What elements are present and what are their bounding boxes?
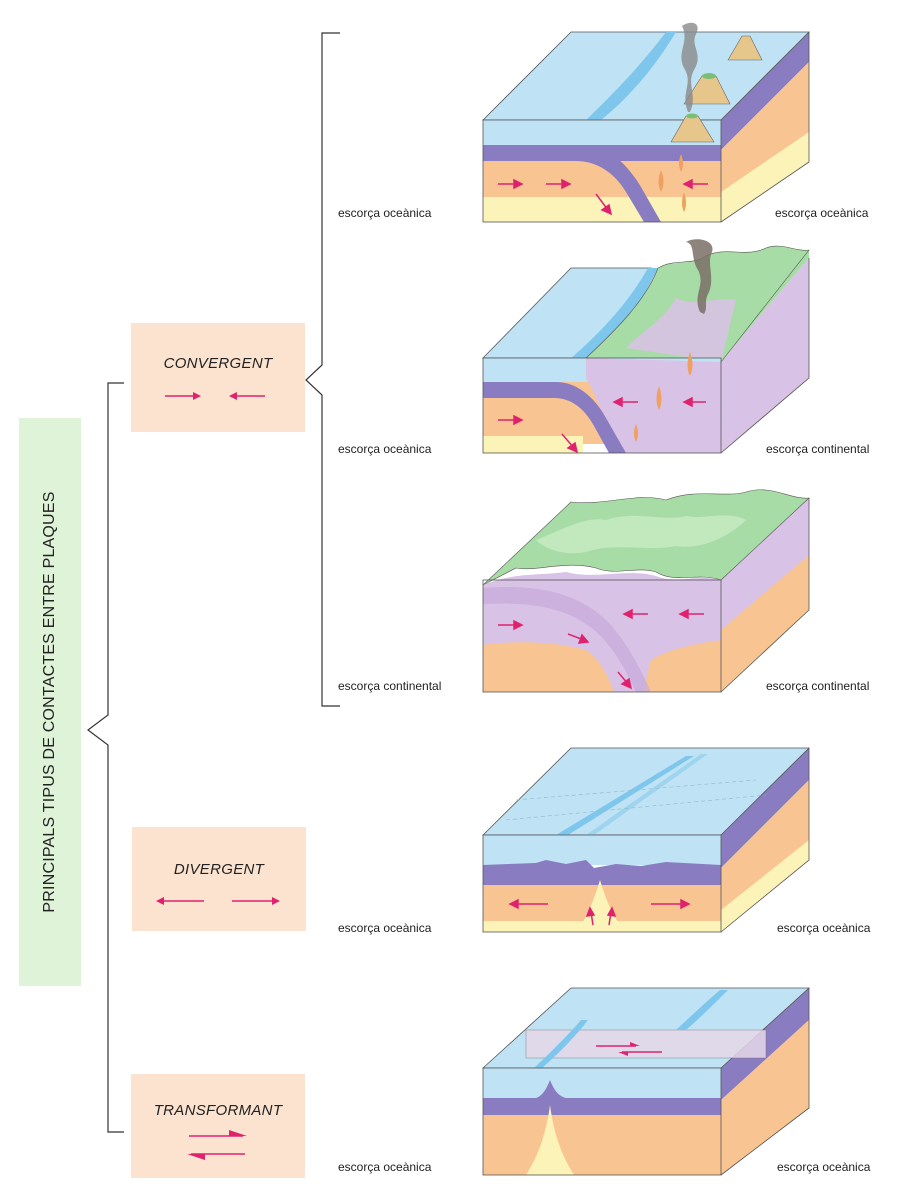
label-oceanic: escorça oceànica [775, 206, 869, 220]
label-continental: escorça continental [766, 679, 870, 693]
block-ocean-continent [482, 239, 810, 454]
label-oceanic: escorça oceànica [777, 921, 871, 935]
convergent-box: CONVERGENT [131, 323, 305, 432]
divergent-label: DIVERGENT [173, 861, 265, 878]
label-oceanic: escorça oceànica [338, 1160, 432, 1174]
convergent-label: CONVERGENT [163, 355, 273, 372]
label-oceanic: escorça oceànica [777, 1160, 871, 1174]
block-ocean-ocean [482, 22, 810, 223]
block-continent-continent [482, 489, 810, 693]
block-transform [481, 987, 811, 1176]
transform-box: TRANSFORMANT [131, 1074, 305, 1178]
title-panel [19, 418, 81, 986]
label-oceanic: escorça oceànica [338, 206, 432, 220]
label-oceanic: escorça oceànica [338, 442, 432, 456]
block-divergent [482, 747, 810, 933]
label-oceanic: escorça oceànica [338, 921, 432, 935]
divergent-box: DIVERGENT [132, 827, 306, 931]
convergent-arrows-icon [165, 392, 265, 400]
label-continental: escorça continental [338, 679, 442, 693]
transform-label: TRANSFORMANT [153, 1102, 283, 1119]
divergent-arrows-icon [156, 897, 280, 905]
label-continental: escorça continental [766, 442, 870, 456]
transform-arrows-icon [187, 1130, 247, 1160]
